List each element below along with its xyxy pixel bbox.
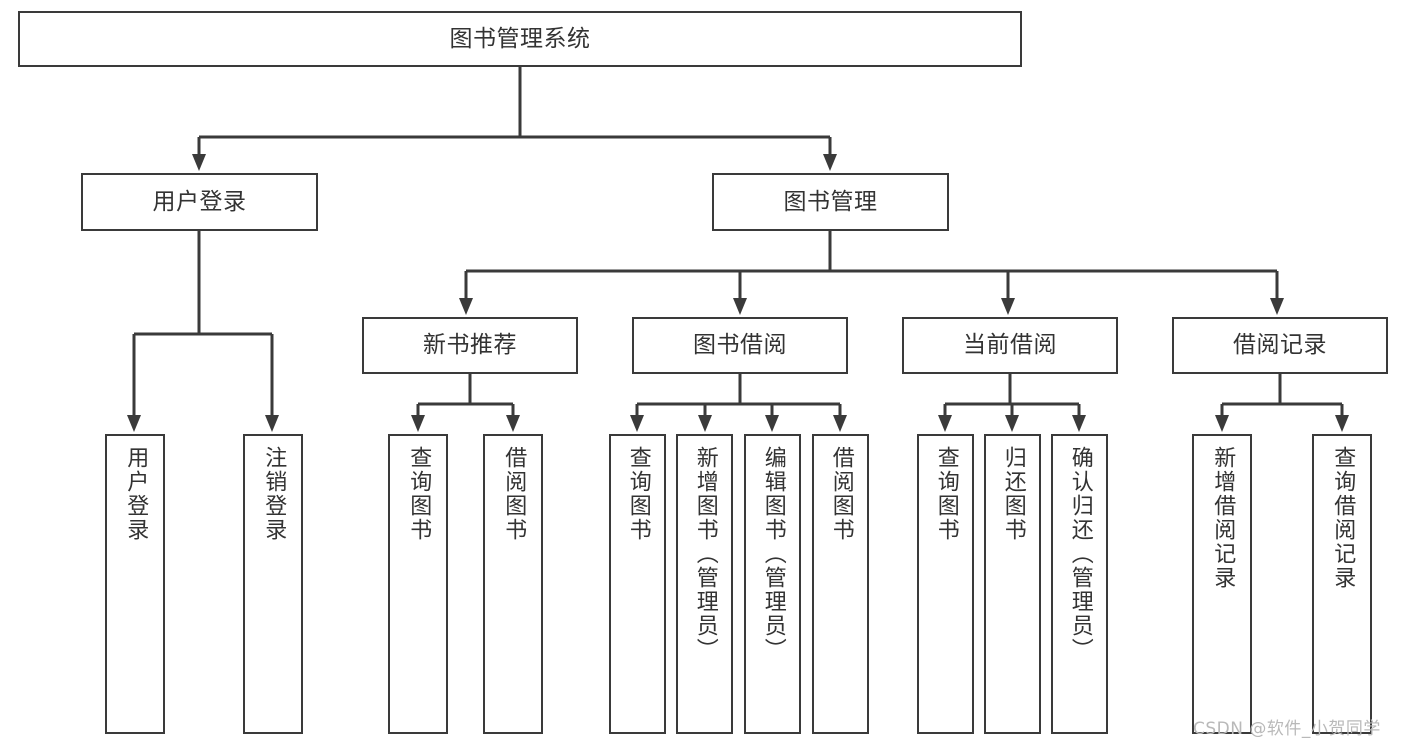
node-leaf-logout: 注销登录 xyxy=(243,434,303,734)
node-label: 借阅图书 xyxy=(828,446,854,542)
node-label: 注销登录 xyxy=(261,446,287,542)
node-borrow-record: 借阅记录 xyxy=(1172,317,1388,374)
connector-from-borrow-record xyxy=(1215,374,1349,432)
node-root: 图书管理系统 xyxy=(18,11,1022,67)
node-label: 查询图书 xyxy=(933,446,959,542)
node-label: 新书推荐 xyxy=(423,332,517,359)
node-leaf-add-record: 新增借阅记录 xyxy=(1192,434,1252,734)
node-book-borrow: 图书借阅 xyxy=(632,317,848,374)
connector-from-user-login xyxy=(127,231,279,432)
node-label: 图书管理 xyxy=(783,188,878,215)
connector-from-new-book-rec xyxy=(411,374,520,432)
node-leaf-add-book: 新增图书（管理员） xyxy=(676,434,733,734)
node-label: 当前借阅 xyxy=(963,332,1057,359)
node-leaf-confirm-return: 确认归还（管理员） xyxy=(1051,434,1108,734)
node-leaf-borrow-book-2: 借阅图书 xyxy=(812,434,869,734)
node-label: 归还图书 xyxy=(1000,446,1026,542)
node-leaf-borrow-book-1: 借阅图书 xyxy=(483,434,543,734)
node-leaf-query-book-3: 查询图书 xyxy=(917,434,974,734)
node-book-manage: 图书管理 xyxy=(712,173,949,231)
node-label: 确认归还（管理员） xyxy=(1067,446,1093,662)
node-label: 查询图书 xyxy=(406,446,432,542)
node-label: 查询图书 xyxy=(625,446,651,542)
node-new-book-rec: 新书推荐 xyxy=(362,317,578,374)
node-label: 编辑图书（管理员） xyxy=(760,446,786,662)
node-leaf-query-book-2: 查询图书 xyxy=(609,434,666,734)
connector-from-book-borrow xyxy=(630,374,847,432)
connector-from-book-manage xyxy=(459,231,1284,315)
node-label: 查询借阅记录 xyxy=(1330,446,1356,590)
node-leaf-query-record: 查询借阅记录 xyxy=(1312,434,1372,734)
node-label: 图书管理系统 xyxy=(449,25,591,52)
node-label: 用户登录 xyxy=(123,446,149,542)
node-leaf-return-book: 归还图书 xyxy=(984,434,1041,734)
node-user-login: 用户登录 xyxy=(81,173,318,231)
node-leaf-query-book-1: 查询图书 xyxy=(388,434,448,734)
node-label: 新增图书（管理员） xyxy=(692,446,718,662)
connector-from-current-borrow xyxy=(938,374,1086,432)
node-leaf-user-login: 用户登录 xyxy=(105,434,165,734)
node-label: 借阅记录 xyxy=(1233,332,1327,359)
node-current-borrow: 当前借阅 xyxy=(902,317,1118,374)
csdn-watermark: CSDN @软件_小贺同学 xyxy=(1193,719,1381,739)
node-label: 用户登录 xyxy=(152,188,247,215)
node-label: 新增借阅记录 xyxy=(1210,446,1236,590)
node-label: 借阅图书 xyxy=(501,446,527,542)
node-label: 图书借阅 xyxy=(693,332,787,359)
connector-from-root xyxy=(192,67,837,171)
node-leaf-edit-book: 编辑图书（管理员） xyxy=(744,434,801,734)
